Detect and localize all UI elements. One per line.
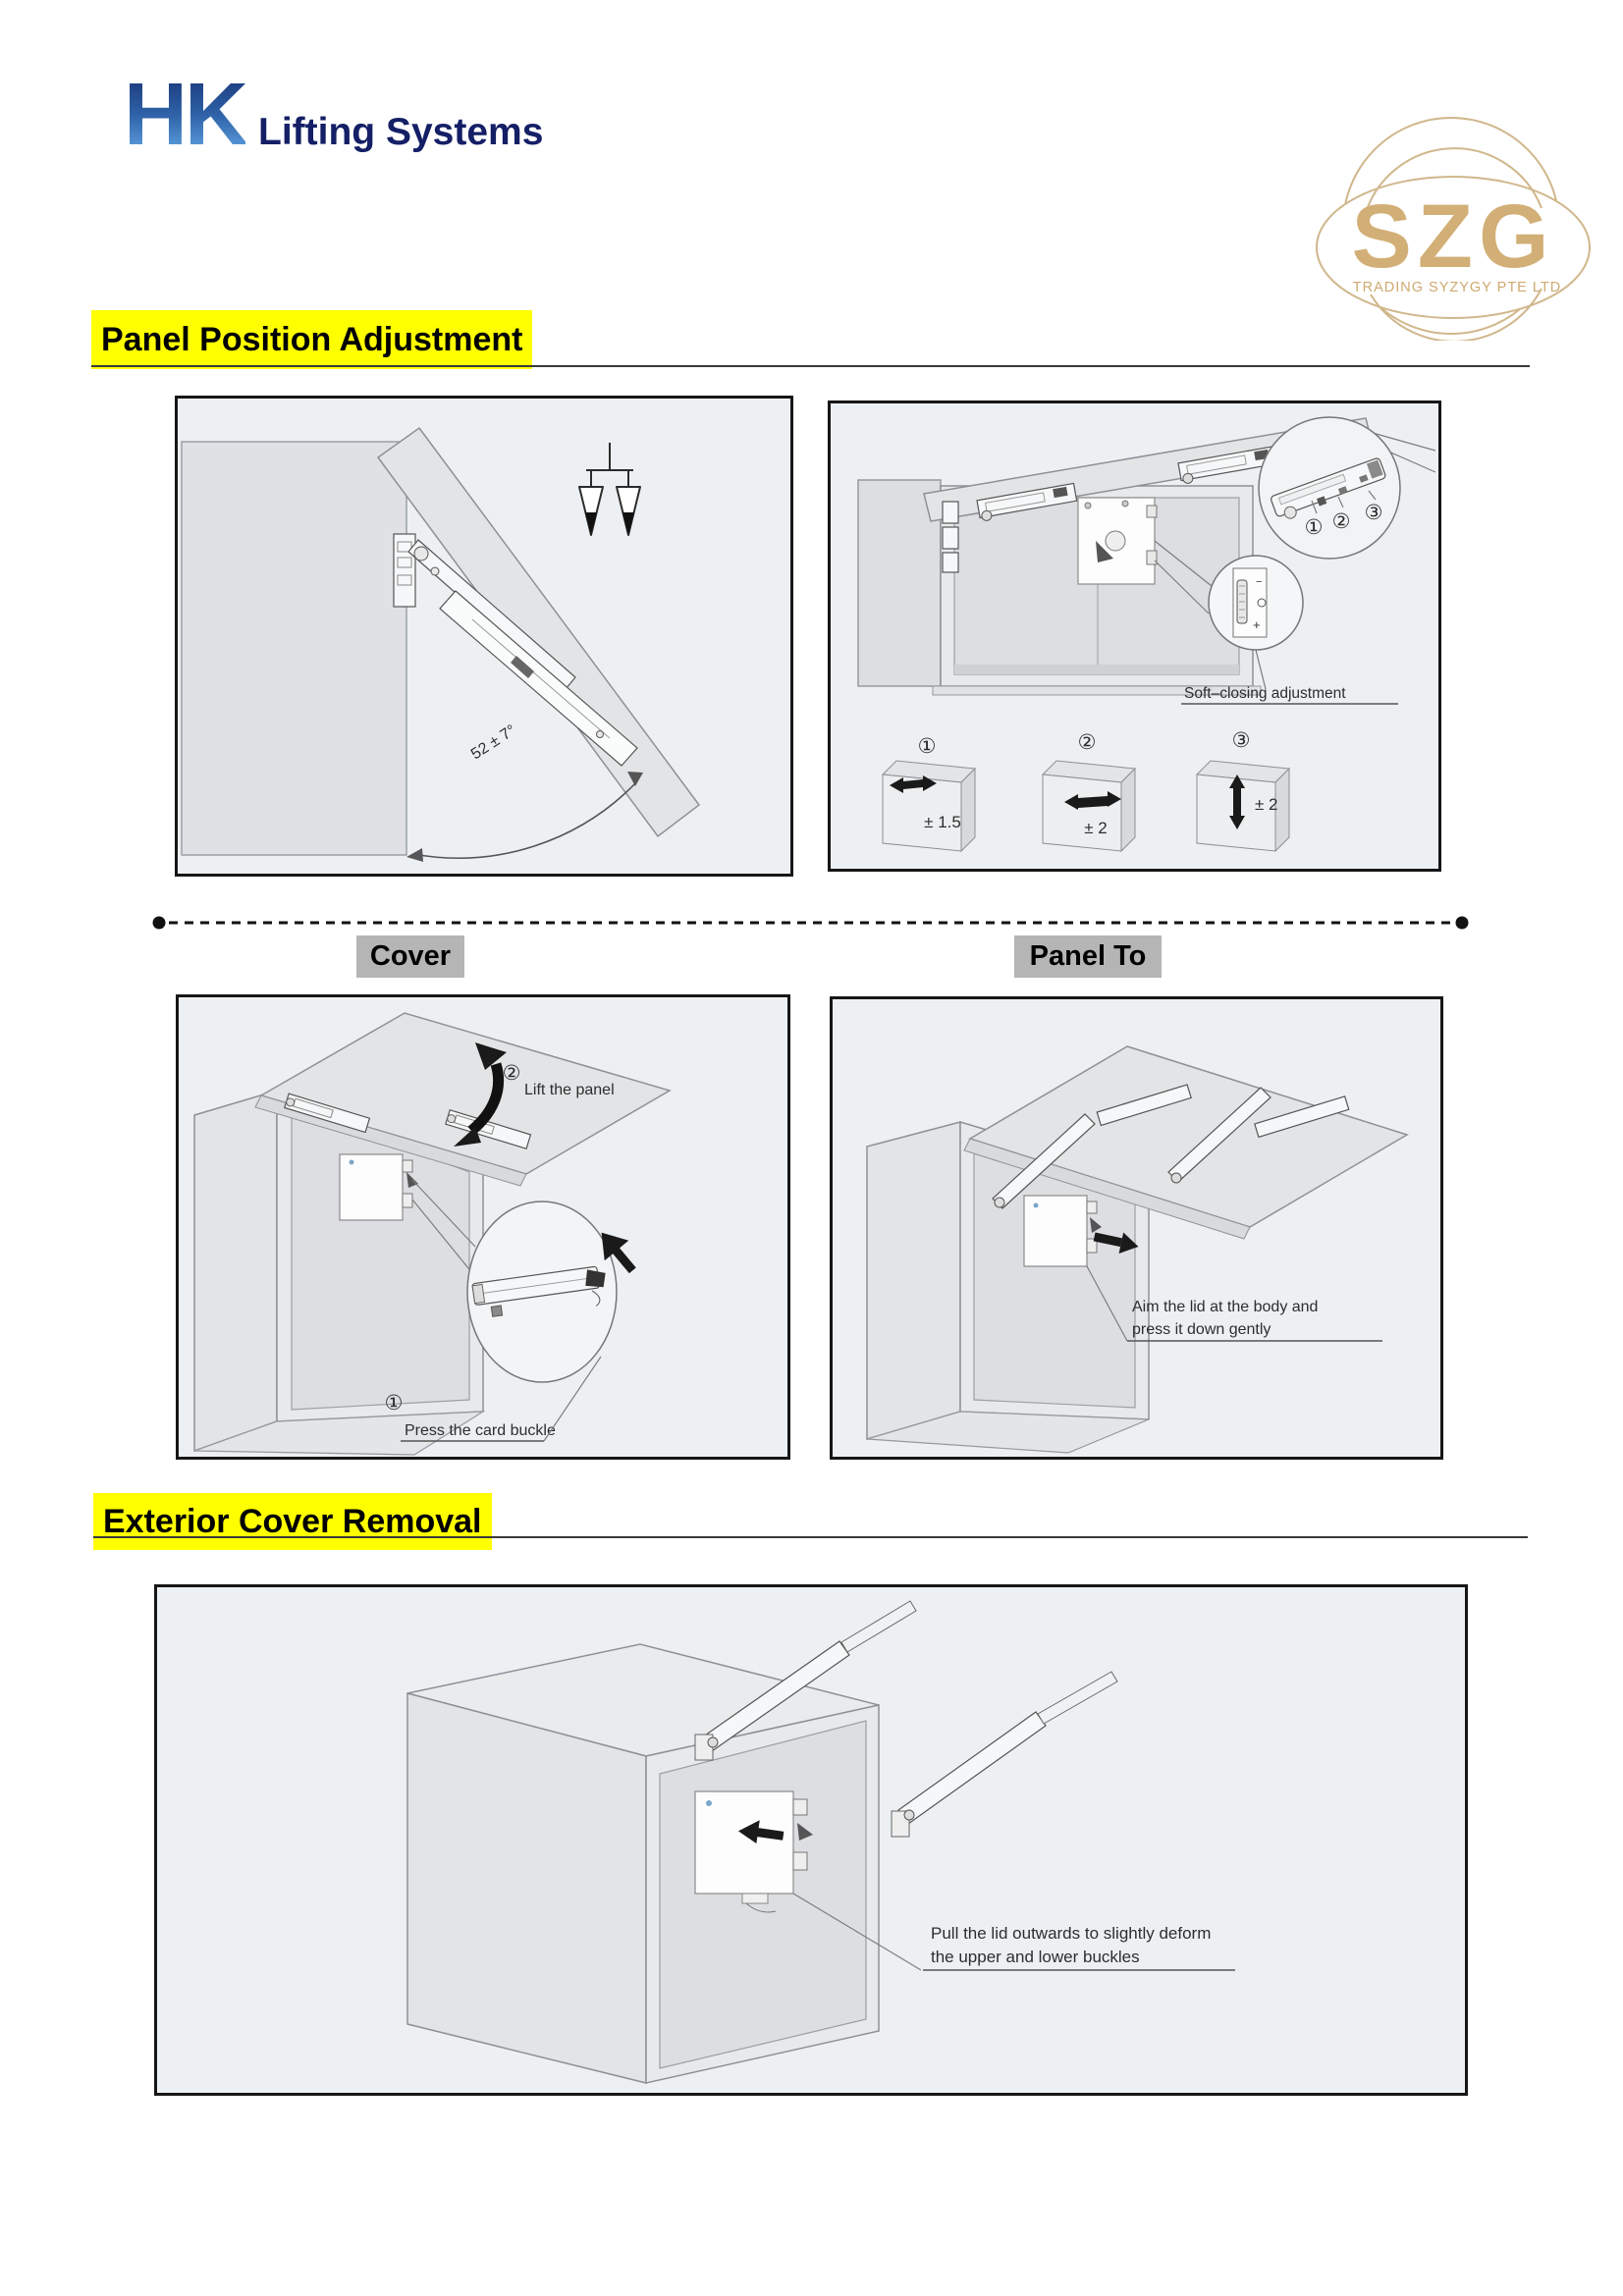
detail-circle-arm: ① ② ③ <box>1258 416 1401 560</box>
lift-arm-left <box>694 1600 917 1761</box>
diagram-panel-angle-drawing: 52 ± 7° <box>181 426 701 862</box>
box3-value: ± 2 <box>1255 795 1278 814</box>
diagram-panel-to-body: Aim the lid at the body and press it dow… <box>830 996 1443 1460</box>
step1-num: ① <box>385 1392 404 1415</box>
right-arrow-icon <box>1093 1232 1139 1255</box>
double-arrow-horizontal-icon <box>890 775 937 793</box>
adjust-box-3: ± 2 ③ <box>1195 729 1291 853</box>
hinge-blocks <box>942 501 959 573</box>
callout-1: ① <box>1305 516 1324 539</box>
diagram-exterior-cover-removal: Pull the lid outwards to slightly deform… <box>154 1584 1468 2096</box>
cabinet-left-face <box>866 1121 961 1441</box>
lid-mechanism-left <box>284 1093 371 1134</box>
hk-logo-text: HK <box>124 66 248 164</box>
lid-mechanism-right <box>1177 445 1279 484</box>
lift-arm-left <box>992 1084 1192 1209</box>
heading-underline <box>91 365 1530 367</box>
balance-scale-icon <box>578 443 641 536</box>
note-line1: Pull the lid outwards to slightly deform <box>931 1924 1211 1943</box>
lift-arm-right <box>891 1671 1118 1838</box>
adjust-box-2: ± 2 ② <box>1041 731 1137 853</box>
szg-bottom-arc-icon <box>1370 288 1542 341</box>
diagram-removal-drawing: Pull the lid outwards to slightly deform… <box>406 1600 1235 2084</box>
back-mount-plate <box>1077 497 1158 585</box>
label-panel-to: Panel To <box>1014 935 1162 978</box>
diagram-adjustment-drawing: ① ② ③ − + Soft–closing adjustment <box>857 416 1436 853</box>
cover-plate <box>1023 1195 1102 1267</box>
heading-panel-position-adjustment: Panel Position Adjustment <box>91 310 533 369</box>
note-line2: the upper and lower buckles <box>931 1948 1140 1966</box>
note-line1: Aim the lid at the body and <box>1132 1299 1318 1315</box>
label-cover: Cover <box>356 935 464 978</box>
label-cover-text: Cover <box>369 940 452 972</box>
detail-circle-buckle <box>466 1201 636 1383</box>
label-panel-to-text: Panel To <box>1029 940 1147 972</box>
lid-panel <box>376 426 701 838</box>
lift-mechanism <box>393 533 638 767</box>
cabinet-side-panel <box>181 441 407 856</box>
step2-num: ② <box>503 1062 521 1085</box>
box1-value: ± 1.5 <box>924 813 961 831</box>
soft-closing-label: Soft–closing adjustment <box>1184 685 1346 702</box>
heading-exterior-cover-removal: Exterior Cover Removal <box>93 1493 492 1550</box>
section-divider <box>152 916 1469 930</box>
cabinet-left-face <box>406 1692 647 2084</box>
box2-num: ② <box>1078 731 1097 754</box>
step2-label: Lift the panel <box>524 1082 615 1098</box>
szg-subtitle: TRADING SYZYGY PTE LTD <box>1353 280 1561 295</box>
heading-underline <box>93 1536 1528 1538</box>
svg-text:−: − <box>1256 576 1262 588</box>
lift-arm-right <box>1167 1087 1350 1184</box>
down-arrow-icon <box>601 1232 636 1274</box>
szg-lens-icon <box>1316 176 1591 319</box>
diagram-adjustment-overview: ① ② ③ − + Soft–closing adjustment <box>828 400 1441 872</box>
cabinet-left-face <box>193 1089 278 1453</box>
szg-logo: SZG TRADING SYZYGY PTE LTD <box>1316 117 1591 341</box>
detail-circle-soft-closing: − + <box>1208 555 1304 690</box>
cover-plate <box>694 1790 813 1913</box>
diagram-panel-angle: 52 ± 7° <box>175 396 793 877</box>
svg-text:+: + <box>1253 617 1261 632</box>
brand-name: Lifting Systems <box>258 111 544 153</box>
step1-label: Press the card buckle <box>405 1422 556 1439</box>
lid-mechanism-left <box>976 482 1078 521</box>
angle-label: 52 ± 7° <box>468 721 519 763</box>
heading-text: Exterior Cover Removal <box>103 1502 482 1540</box>
szg-inner-arc-icon <box>1364 147 1542 217</box>
note-line2: press it down gently <box>1132 1321 1271 1338</box>
box1-num: ① <box>918 735 937 758</box>
diagram-panel-to-drawing: Aim the lid at the body and press it dow… <box>866 1045 1409 1454</box>
heading-text: Panel Position Adjustment <box>101 320 523 358</box>
szg-letters: SZG <box>1351 187 1554 287</box>
diagram-cover-attach: ② Lift the panel ① Press the <box>176 994 790 1460</box>
double-arrow-horizontal-icon <box>1064 791 1121 810</box>
double-arrow-vertical-icon <box>1229 774 1245 829</box>
curved-lift-arrow-icon <box>454 1042 507 1147</box>
brand-logo: HK Lifting Systems <box>124 71 543 159</box>
callout-3: ③ <box>1365 502 1383 524</box>
adjust-box-1: ± 1.5 ① <box>881 735 977 853</box>
callout-2: ② <box>1332 510 1351 533</box>
box2-value: ± 2 <box>1084 819 1108 837</box>
box3-num: ③ <box>1232 729 1251 752</box>
diagram-cover-drawing: ② Lift the panel ① Press the <box>193 1012 672 1456</box>
left-arrow-icon <box>737 1820 784 1844</box>
